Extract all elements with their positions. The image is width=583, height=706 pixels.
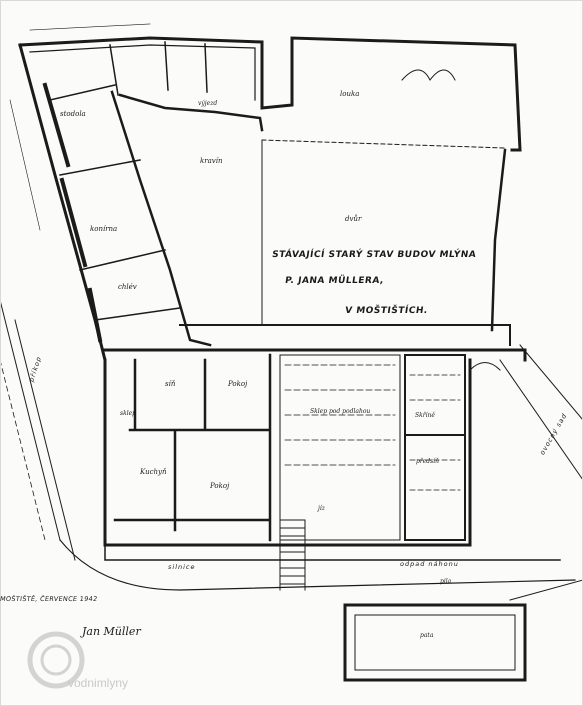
courtyard-east-wall bbox=[490, 148, 507, 332]
room-label-sin: síň bbox=[165, 380, 176, 388]
left-wing-inner bbox=[110, 90, 212, 347]
room-label-dvur: dvůr bbox=[345, 215, 362, 223]
mill-hall bbox=[279, 354, 401, 541]
room-label-pata: pata bbox=[420, 632, 434, 639]
annex-inner bbox=[354, 614, 516, 671]
room-label-vyjezd: výjezd bbox=[198, 100, 218, 107]
room-label-kravin: kravín bbox=[200, 157, 223, 165]
room-label-konirna: konírna bbox=[90, 225, 118, 233]
room-label-louka: louka bbox=[340, 90, 360, 98]
room-label-sklep: sklep bbox=[120, 410, 137, 417]
plan-signature: Jan Müller bbox=[82, 625, 141, 638]
dim-line-top bbox=[29, 23, 151, 31]
room-label-sklep-pod-podlahou: Sklep pod podlahou bbox=[310, 408, 371, 415]
room-label-jiz: jíz bbox=[318, 505, 325, 512]
road-dash bbox=[0, 359, 46, 541]
diagonal-wall-b bbox=[118, 93, 264, 132]
plan-title-line-2: P. JANA MÜLLERA, bbox=[284, 276, 385, 286]
plan-title-line-1: STÁVAJÍCÍ STARÝ STAV BUDOV MLÝNA bbox=[271, 250, 477, 260]
room-label-pokoj-1: Pokoj bbox=[228, 380, 248, 388]
dividing-walls-top bbox=[109, 41, 208, 96]
room-label-chlev: chlév bbox=[118, 283, 137, 291]
mill-hall-dash bbox=[284, 364, 396, 466]
courtyard-bottom bbox=[179, 324, 511, 346]
hatched-wall bbox=[42, 82, 103, 343]
plan-date: MOŠTIŠTĚ, ČERVENCE 1942 bbox=[0, 595, 99, 603]
room-label-stodola: stodola bbox=[60, 110, 86, 118]
street-label-silnice: silnice bbox=[168, 563, 196, 571]
annex-outline bbox=[343, 603, 527, 682]
street-line bbox=[104, 544, 561, 561]
courtyard-north-dash bbox=[261, 139, 506, 149]
door-swing-right bbox=[469, 362, 501, 371]
house-rooms bbox=[113, 353, 272, 542]
room-label-predsin: předsíň bbox=[416, 458, 439, 465]
house-outline bbox=[103, 348, 527, 547]
watermark-logo bbox=[27, 631, 85, 689]
side-dash bbox=[409, 374, 461, 491]
stairs-lines bbox=[279, 519, 306, 591]
side-rooms bbox=[404, 354, 466, 541]
road-left bbox=[0, 299, 76, 561]
watermark-text: vodnimlyny bbox=[68, 676, 129, 690]
street-curve bbox=[59, 539, 576, 591]
outer-wall-top bbox=[18, 36, 522, 152]
room-label-pila: pila bbox=[440, 578, 452, 585]
right-diagonals bbox=[499, 344, 583, 601]
street-label-odpad: odpad náhonu bbox=[400, 560, 459, 568]
door-swing-top bbox=[401, 69, 456, 81]
inner-wall-top bbox=[29, 44, 256, 101]
left-wing-partitions bbox=[49, 84, 181, 321]
plan-title-line-3: V MOŠTIŠTÍCH. bbox=[344, 306, 429, 316]
dim-line-left bbox=[9, 99, 41, 231]
room-label-kuchyn: Kuchyň bbox=[140, 468, 167, 476]
room-label-pokoj-2: Pokoj bbox=[210, 482, 230, 490]
room-label-skrine: Skříně bbox=[415, 412, 435, 419]
